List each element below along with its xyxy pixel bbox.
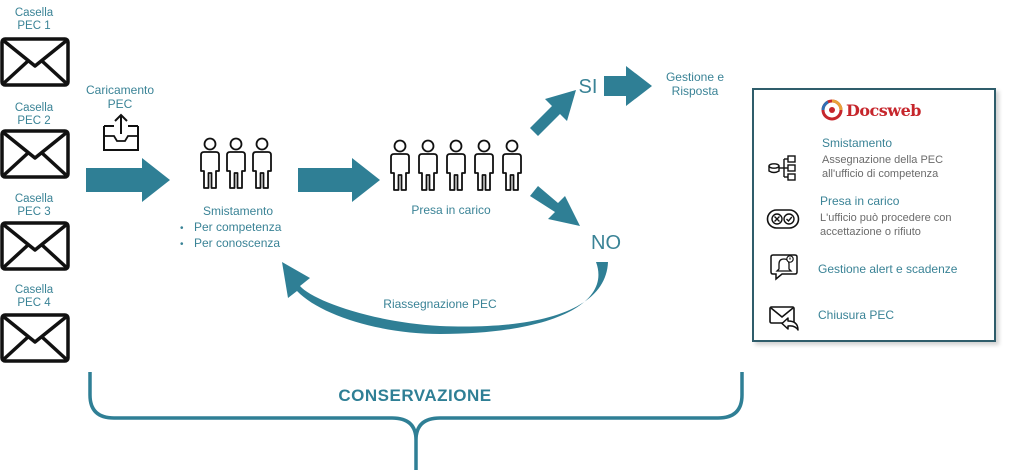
feature-desc-line: accettazione o rifiuto: [820, 226, 921, 238]
bell-alert-icon: [770, 254, 798, 281]
arrow-to-gestione: [604, 66, 652, 106]
feature-desc-line: all'ufficio di competenza: [822, 168, 939, 180]
outcome-label: Gestione e Risposta: [665, 70, 725, 98]
reassignment-label: Riassegnazione PEC: [383, 297, 497, 311]
docsweb-feature-panel: Docsweb Smistamento Assegnazione della P…: [752, 88, 996, 342]
mailbox-label-3: Casella PEC 3: [14, 193, 54, 218]
arrow-to-si: [530, 90, 576, 136]
docsweb-logo: Docsweb: [820, 98, 930, 124]
conservation-bracket: [88, 372, 744, 470]
mail-reply-icon: [769, 306, 799, 331]
five-people-icon: [390, 139, 522, 191]
decision-no: NO: [591, 232, 621, 254]
feature-title-chiusura: Chiusura PEC: [818, 308, 895, 322]
upload-tray-icon: [103, 113, 139, 151]
decision-yes: SI: [578, 76, 598, 98]
bullet-item: Per competenza: [180, 220, 281, 236]
three-people-icon: [200, 137, 272, 189]
feature-desc-line: Assegnazione della PEC: [822, 154, 944, 166]
mailbox-label-4: Casella PEC 4: [14, 284, 54, 309]
mailbox-label-2: Casella PEC 2: [14, 102, 54, 127]
presa-label: Presa in carico: [411, 203, 491, 217]
hierarchy-icon: [768, 155, 796, 181]
arrow-to-no: [530, 186, 580, 226]
arrow-to-presa: [298, 158, 380, 202]
feature-title-presa: Presa in carico: [820, 194, 900, 208]
conservation-label: CONSERVAZIONE: [338, 386, 492, 405]
reassignment-loop-arrow: [282, 262, 608, 334]
envelope-icon: [0, 313, 70, 363]
mailbox-label-1: Casella PEC 1: [14, 7, 54, 32]
bullet-item: Per conoscenza: [180, 236, 281, 252]
feature-desc-line: L'ufficio può procedere con: [820, 212, 952, 224]
docsweb-brand: Docsweb: [846, 101, 921, 120]
envelope-icon: [0, 37, 70, 87]
envelope-icon: [0, 129, 70, 179]
docsweb-mark-icon: [821, 99, 843, 121]
upload-label: Caricamento PEC: [85, 83, 155, 111]
accept-reject-icon: [766, 209, 800, 229]
smistamento-label: Smistamento: [202, 204, 274, 218]
arrow-to-smistamento: [86, 158, 170, 202]
envelope-icon: [0, 221, 70, 271]
feature-title-alert: Gestione alert e scadenze: [818, 262, 958, 276]
smistamento-bullets: Per competenza Per conoscenza: [180, 220, 281, 252]
feature-title-smistamento: Smistamento: [822, 136, 893, 150]
